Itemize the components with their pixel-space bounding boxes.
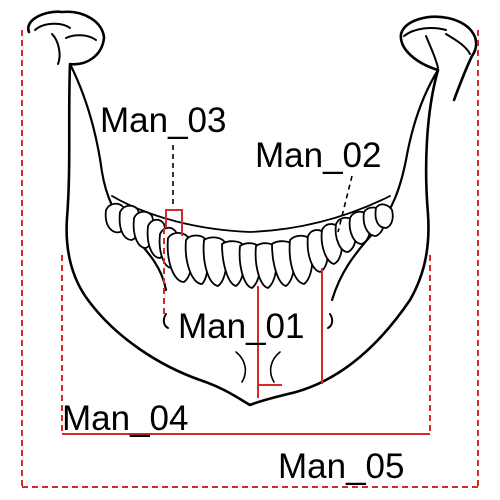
- label-man-04: Man_04: [62, 399, 188, 438]
- man-03-measurement: [163, 209, 183, 318]
- label-man-05: Man_05: [278, 447, 404, 486]
- man-01-measurement: [257, 286, 282, 398]
- left-condyle: [34, 22, 97, 65]
- tooth: [374, 203, 394, 229]
- mental-tubercle-left: [235, 351, 247, 383]
- right-condyle: [403, 27, 471, 69]
- mandible-drawing: [27, 10, 478, 407]
- mandible-outer-contour: [27, 10, 478, 407]
- mental-foramen-right: [327, 313, 334, 329]
- labels: Man_03 Man_02 Man_01 Man_04 Man_05: [62, 101, 404, 486]
- man-02-leader: [337, 175, 353, 233]
- label-man-02: Man_02: [255, 136, 381, 175]
- dentition: [104, 202, 394, 289]
- mandible-inner-border: [68, 62, 440, 302]
- measurement-overlay: [21, 30, 479, 488]
- label-man-03: Man_03: [100, 101, 226, 140]
- man-03-bracket: [165, 209, 183, 236]
- label-man-01: Man_01: [178, 307, 304, 346]
- man-04-measurement: [61, 255, 431, 435]
- man-05-measurement: [21, 30, 479, 488]
- mental-tubercle-right: [269, 351, 281, 383]
- mental-foramen-left: [162, 313, 169, 329]
